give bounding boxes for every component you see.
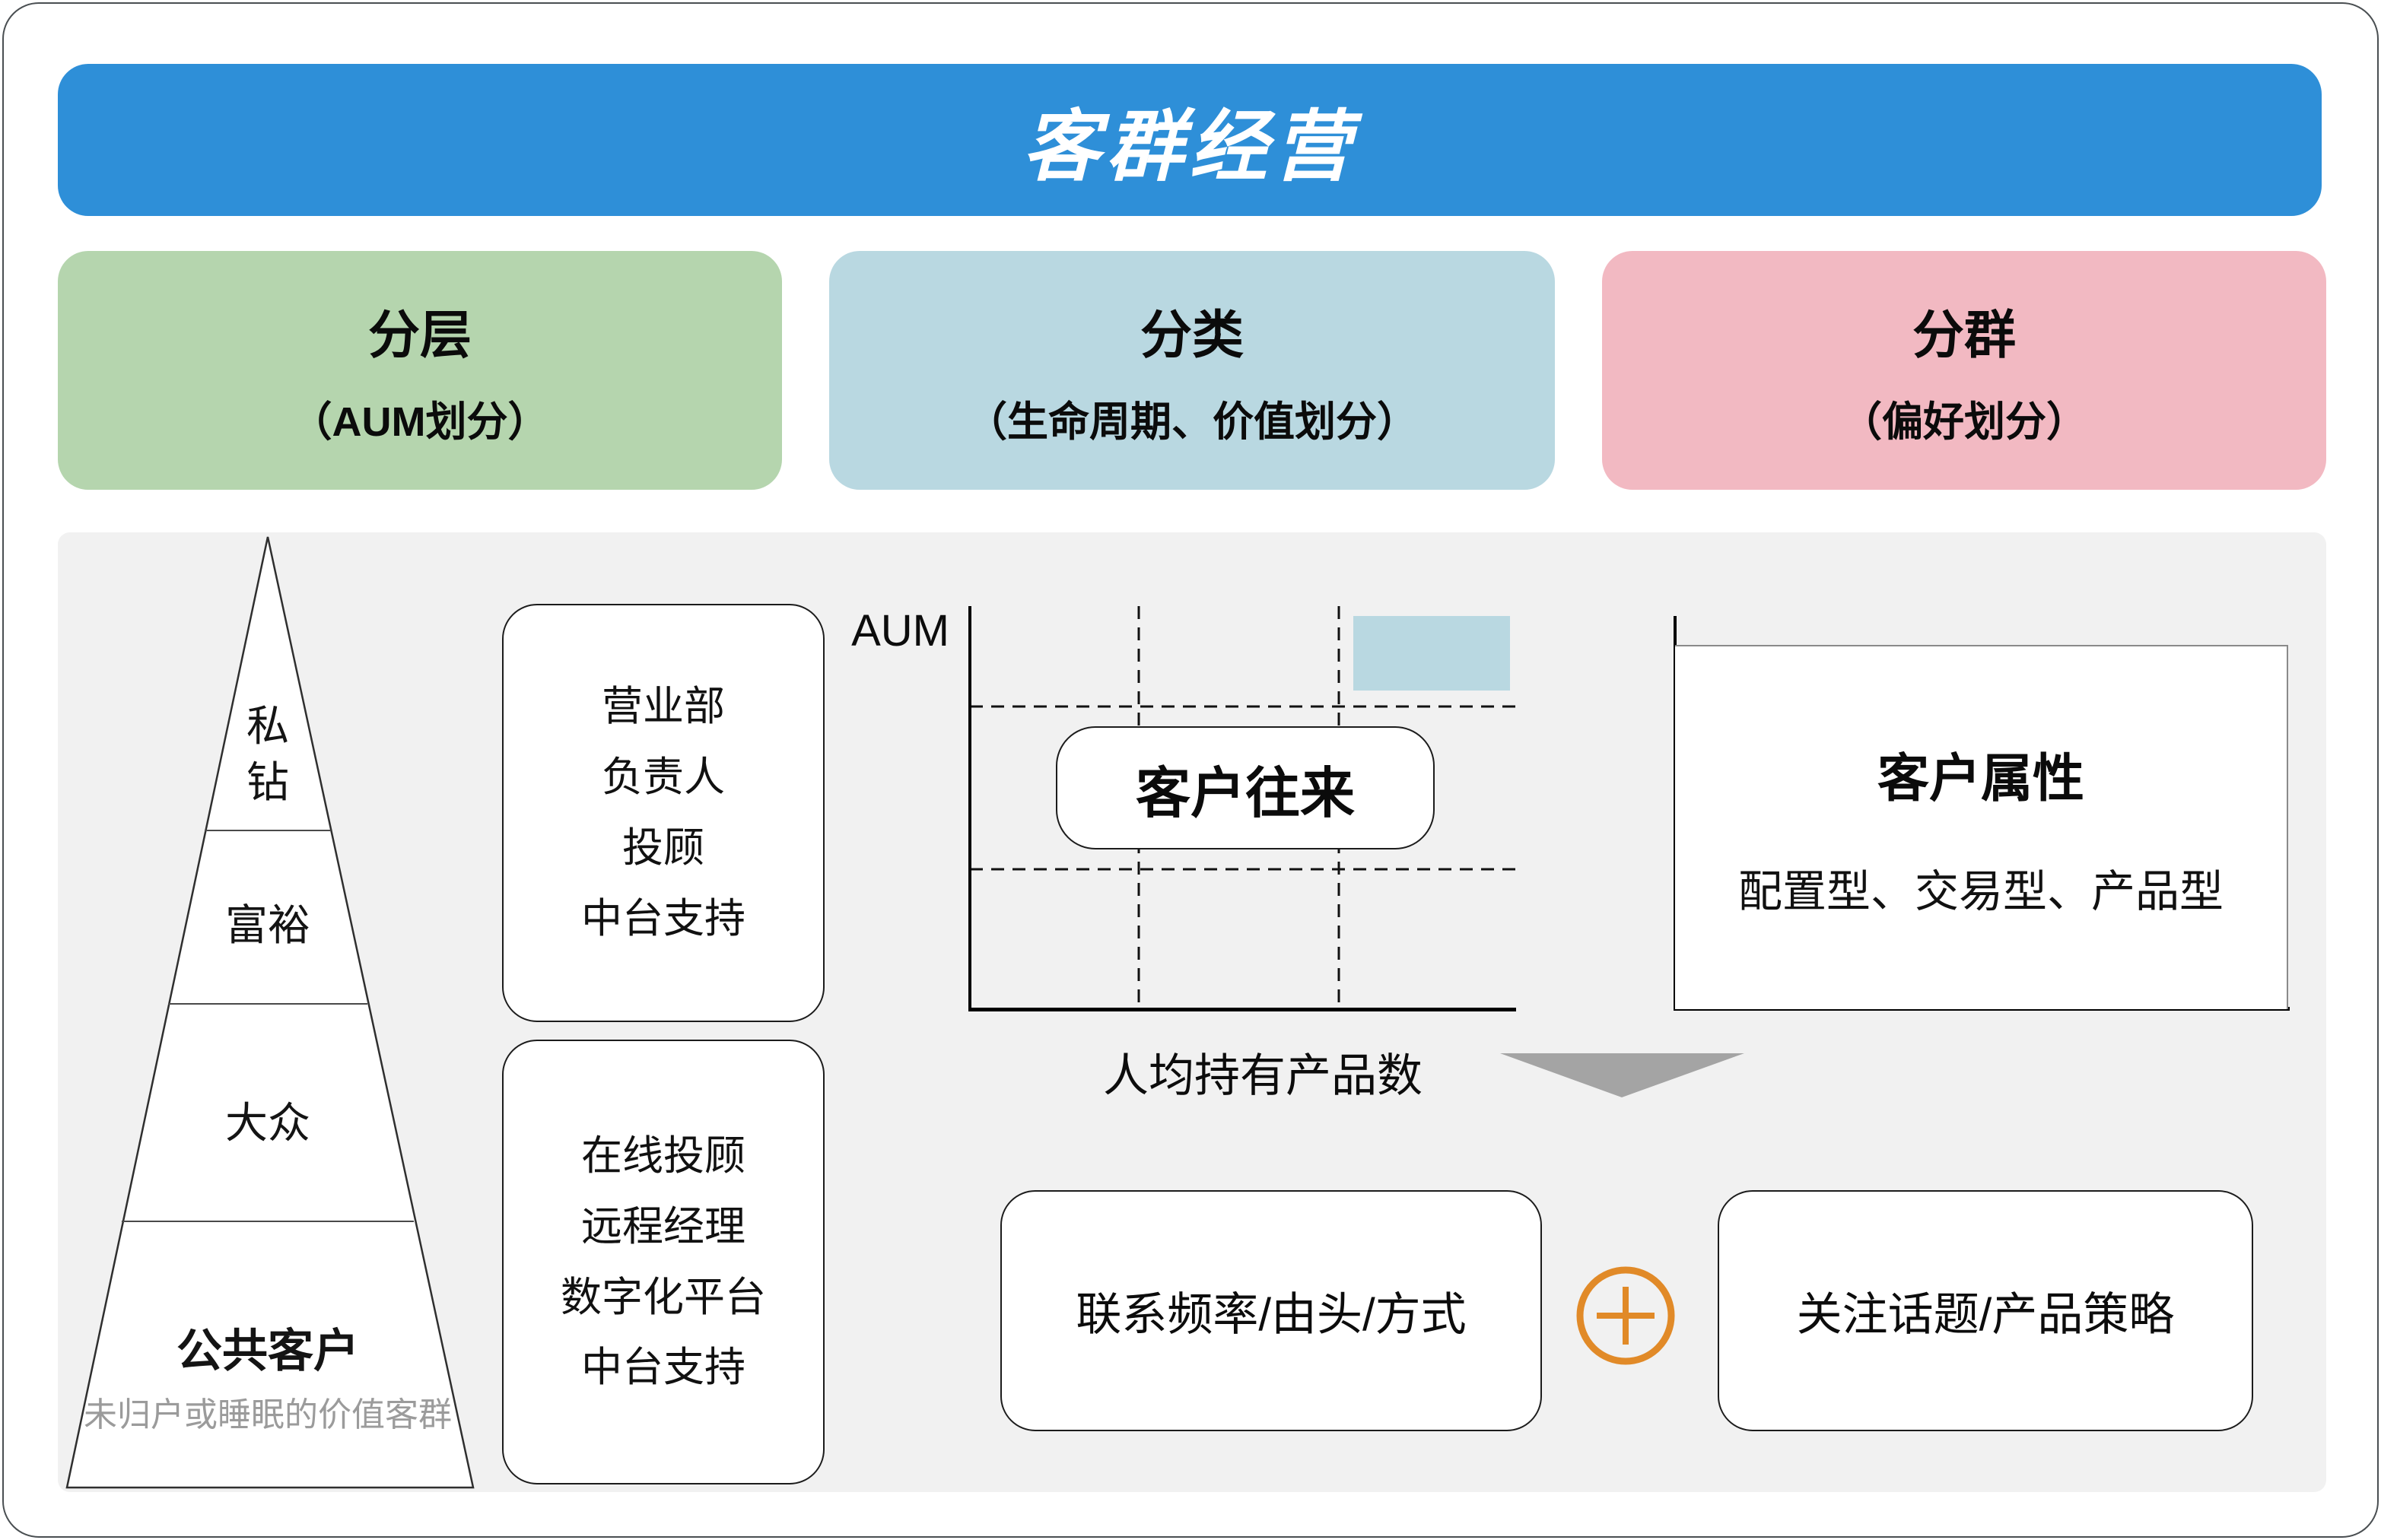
category-subtitle: （AUM划分） bbox=[291, 399, 549, 445]
chart-center-label: 客户往来 bbox=[1056, 726, 1435, 849]
service-box-online: 在线投顾 远程经理 数字化平台 中台支持 bbox=[502, 1040, 825, 1484]
chart-x-axis bbox=[968, 1008, 1516, 1011]
chart-x-axis-label: 人均持有产品数 bbox=[1103, 1050, 1423, 1101]
chart-highlight-rect bbox=[1353, 616, 1510, 691]
chart-y-axis-label: AUM bbox=[851, 606, 949, 656]
pyramid-tier-public-subtitle: 未归户或睡眠的价值客群 bbox=[84, 1396, 452, 1434]
tier-label-line: 私 bbox=[246, 702, 289, 750]
pyramid-tier-mass: 大众 bbox=[225, 1099, 310, 1147]
service-line: 营业部 bbox=[602, 684, 725, 730]
pyramid-tier-private-diamond: 私 钻 bbox=[192, 698, 344, 811]
service-line: 中台支持 bbox=[581, 1345, 745, 1391]
service-box-branch: 营业部 负责人 投顾 中台支持 bbox=[502, 604, 825, 1022]
topic-strategy-box: 关注话题/产品策略 bbox=[1718, 1190, 2253, 1431]
category-box-layering: 分层 （AUM划分） bbox=[58, 251, 782, 490]
tier-label-line: 钻 bbox=[246, 757, 289, 806]
category-title: 分层 bbox=[367, 306, 472, 364]
service-line: 在线投顾 bbox=[581, 1132, 745, 1179]
service-line: 中台支持 bbox=[581, 895, 745, 941]
attribute-box: 客户属性 配置型、交易型、产品型 bbox=[1675, 645, 2288, 1009]
service-line: 数字化平台 bbox=[561, 1274, 766, 1320]
category-box-classification: 分类 （生命周期、价值划分） bbox=[829, 251, 1555, 490]
pyramid-tier-public: 公共客户 bbox=[176, 1326, 359, 1376]
category-title: 分群 bbox=[1912, 306, 2016, 364]
pyramid-tier-affluent: 富裕 bbox=[225, 901, 310, 949]
category-box-grouping: 分群 （偏好划分） bbox=[1602, 251, 2326, 490]
attribute-title: 客户属性 bbox=[1877, 750, 2084, 808]
category-subtitle: （生命周期、价值划分） bbox=[966, 399, 1418, 445]
attribute-subtitle: 配置型、交易型、产品型 bbox=[1737, 867, 2224, 916]
service-line: 投顾 bbox=[622, 825, 704, 871]
chart-y-axis bbox=[968, 606, 971, 1011]
page-title: 客群经营 bbox=[1022, 103, 1357, 190]
service-line: 远程经理 bbox=[581, 1203, 745, 1249]
category-subtitle: （偏好划分） bbox=[1841, 399, 2087, 445]
category-title: 分类 bbox=[1140, 306, 1244, 364]
header-banner: 客群经营 bbox=[58, 64, 2322, 216]
contact-strategy-box: 联系频率/由头/方式 bbox=[1000, 1190, 1542, 1431]
service-line: 负责人 bbox=[602, 754, 725, 801]
